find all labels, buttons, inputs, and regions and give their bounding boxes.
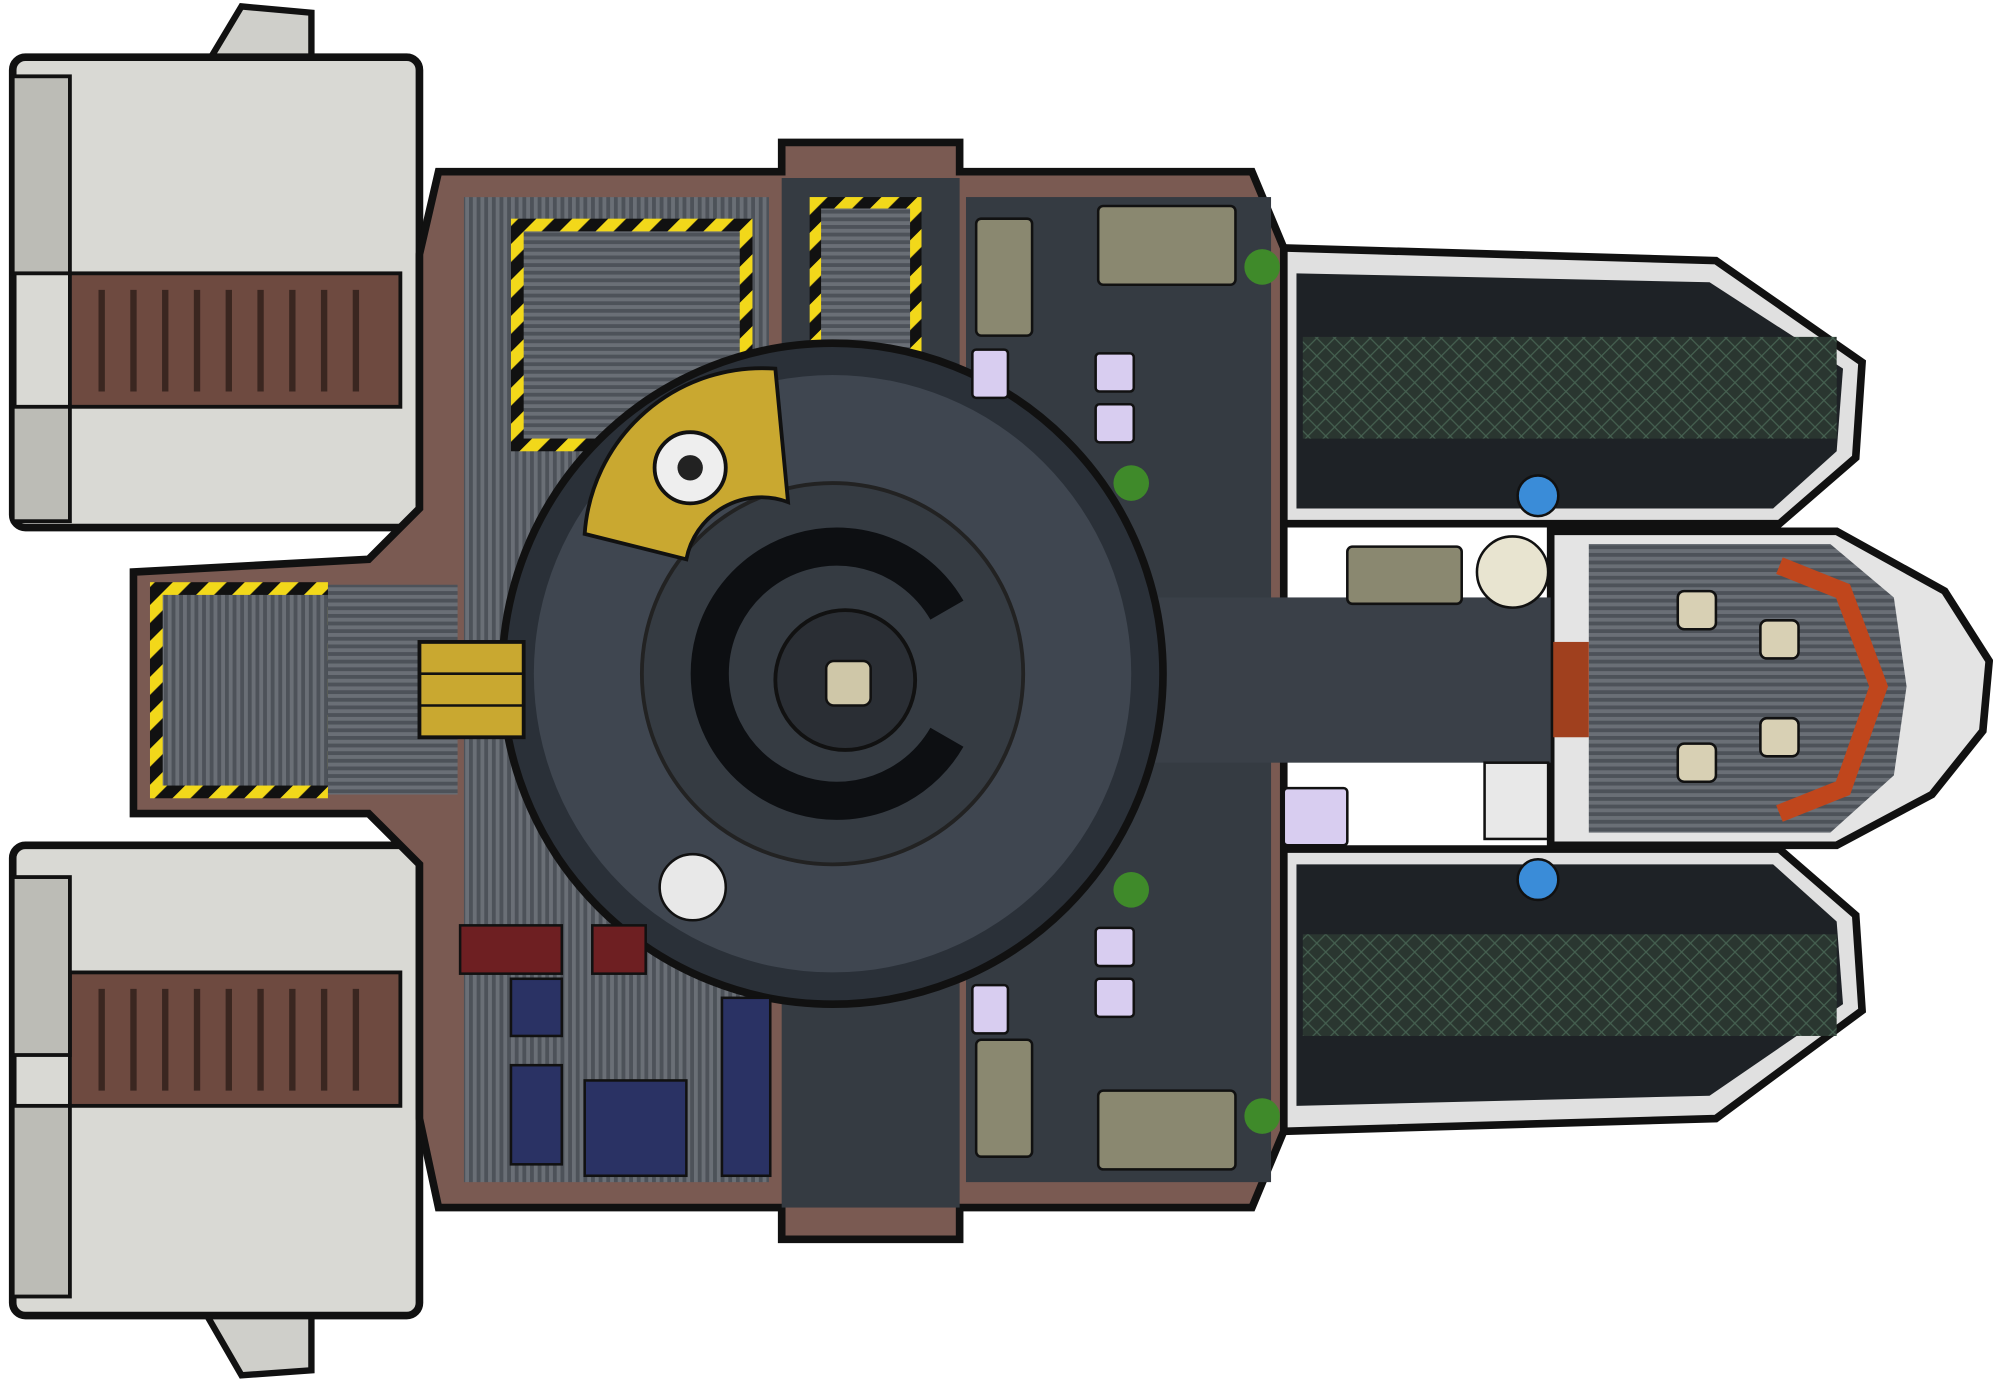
hazard-zone-ramp[interactable] (149, 582, 328, 799)
washroom[interactable] (658, 535, 1550, 922)
spiral-stairs[interactable] (582, 366, 791, 562)
engine-top (8, 3, 424, 532)
bunks[interactable] (974, 204, 1463, 1171)
plants (1113, 249, 1280, 1134)
engine-bottom (8, 841, 424, 1379)
hazard-zone-hatch-top[interactable] (809, 197, 922, 363)
pilot-seats[interactable] (1676, 589, 1800, 784)
lockers[interactable] (971, 348, 1349, 1035)
central-ring-room (498, 339, 1167, 1008)
command-chair[interactable] (824, 659, 872, 707)
cargo-crates[interactable] (458, 924, 772, 1178)
cargo-pod-bottom (1279, 845, 1867, 1136)
ladder[interactable] (417, 640, 526, 740)
cargo-pod-top (1279, 243, 1867, 528)
cockpit (1546, 527, 1993, 850)
